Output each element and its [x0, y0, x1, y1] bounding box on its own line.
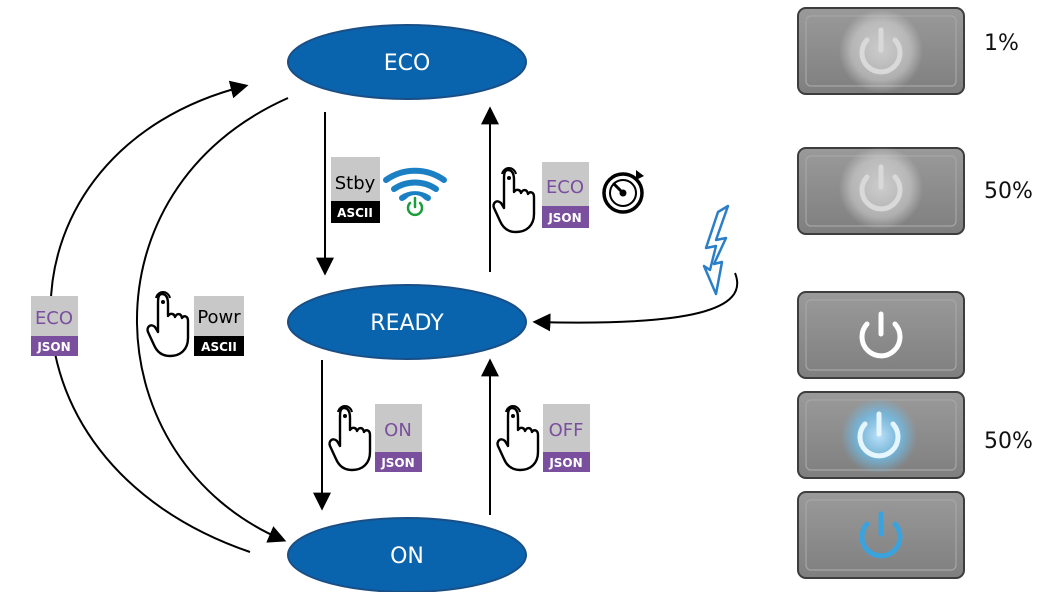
tag-stby-ascii: Stby ASCII	[331, 157, 380, 223]
power-icon	[859, 174, 903, 212]
power-button-state-4	[797, 391, 965, 479]
tag-json-label: JSON	[547, 211, 581, 225]
hand-pointer-icon	[146, 291, 190, 358]
tag-powr-ascii: Powr ASCII	[194, 296, 244, 356]
hand-pointer-icon	[328, 405, 372, 472]
tag-json-on-label: JSON	[380, 456, 414, 470]
power-button-state-3	[797, 291, 965, 379]
arrow-external-to-ready	[532, 272, 739, 332]
state-ready-label: READY	[370, 311, 444, 336]
hand-pointer-icon	[496, 405, 540, 472]
timer-icon	[602, 170, 644, 214]
tag-json-left-label: JSON	[36, 340, 70, 354]
power-icon	[403, 195, 427, 219]
hand-pointer-icon	[492, 167, 536, 234]
button-state-1-level: 1%	[984, 31, 1019, 56]
tag-ascii-label: ASCII	[337, 206, 373, 220]
tag-json-off-label: JSON	[548, 456, 582, 470]
power-button-state-5	[797, 491, 965, 579]
wifi-icon	[383, 167, 447, 201]
state-on-label: ON	[390, 544, 424, 569]
tag-eco-label: ECO	[546, 177, 584, 198]
tag-on-label: ON	[384, 420, 412, 441]
state-ready: READY	[287, 284, 527, 360]
power-button-state-1	[797, 7, 965, 95]
tag-eco-json-right: ECO JSON	[542, 162, 589, 228]
power-icon	[857, 421, 901, 459]
power-icon	[859, 521, 903, 559]
tag-powr-label: Powr	[197, 307, 241, 328]
tag-stby-label: Stby	[335, 173, 376, 194]
tag-off-json: OFF JSON	[543, 404, 590, 472]
power-icon	[859, 321, 903, 359]
state-eco: ECO	[287, 24, 527, 100]
power-icon	[859, 37, 903, 75]
button-state-4-level: 50%	[984, 429, 1033, 454]
lightning-icon	[702, 204, 730, 296]
arrow-eco-to-on	[136, 97, 289, 543]
tag-eco-json-left: ECO JSON	[31, 296, 78, 356]
tag-off-label: OFF	[549, 420, 584, 441]
tag-eco-left-label: ECO	[35, 308, 73, 329]
tag-ascii-left-label: ASCII	[201, 340, 237, 354]
power-button-state-2	[797, 146, 965, 235]
button-state-2-level: 50%	[984, 179, 1033, 204]
tag-on-json: ON JSON	[375, 404, 422, 472]
state-on: ON	[287, 517, 527, 592]
state-eco-label: ECO	[384, 51, 431, 76]
